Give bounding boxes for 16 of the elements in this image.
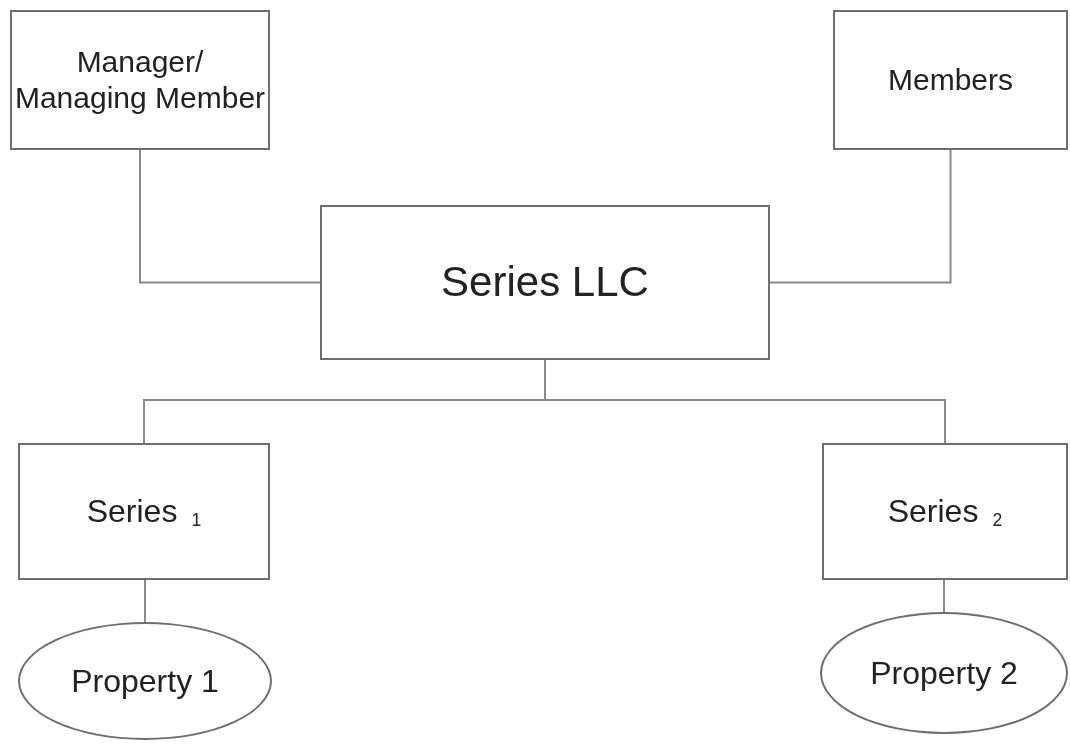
connector-line xyxy=(943,579,945,613)
connector-line xyxy=(769,149,952,284)
node-label: Series $_{1}$ xyxy=(86,492,202,531)
node-label: Series $_{2}$ xyxy=(887,492,1003,531)
process-box xyxy=(10,10,270,150)
process-box xyxy=(18,443,270,580)
node-label: Series LLC xyxy=(441,257,649,308)
connector-line xyxy=(139,149,321,284)
node-label: Manager/ Managing Member xyxy=(13,44,267,116)
connector-line xyxy=(144,579,146,623)
process-box xyxy=(320,205,770,360)
node-label: Property 1 xyxy=(71,661,219,701)
process-box xyxy=(833,10,1068,150)
process-box xyxy=(822,443,1068,580)
node-label: Property 2 xyxy=(870,653,1018,693)
node-label: Members xyxy=(888,62,1013,98)
